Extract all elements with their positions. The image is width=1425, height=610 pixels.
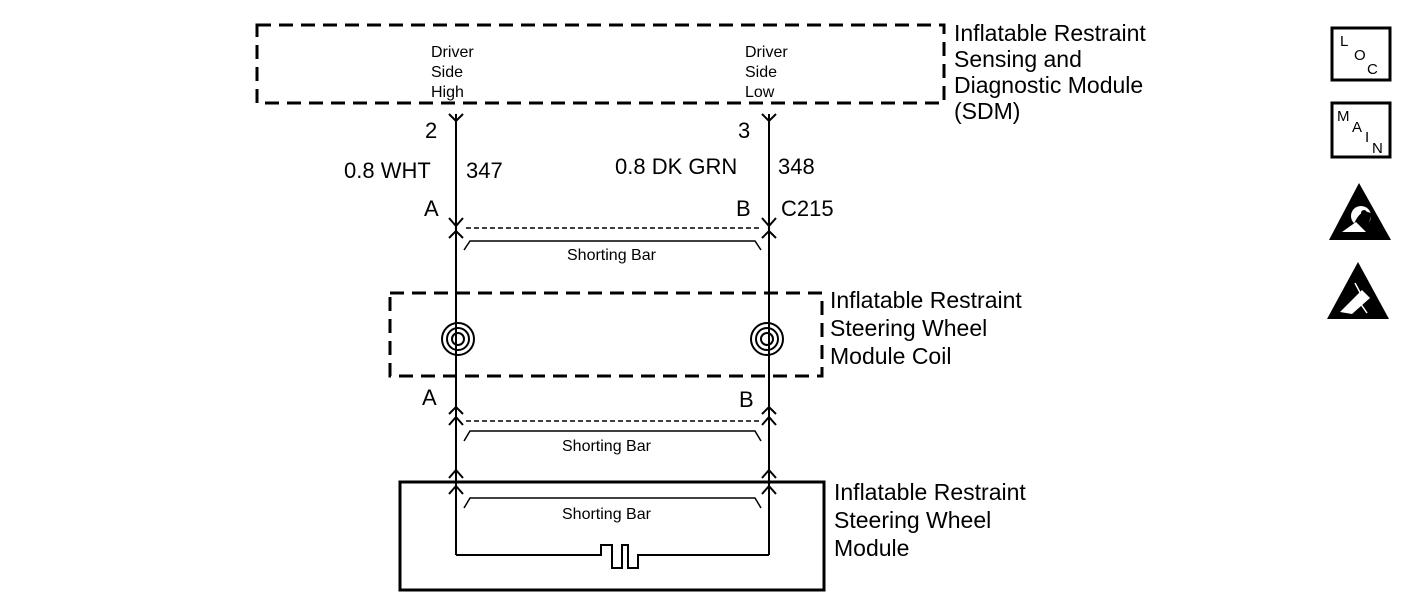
c215-shorting-bar bbox=[463, 240, 762, 251]
c215-pin-b-chevron bbox=[761, 229, 777, 239]
sdm-pin-low-label: Driver Side Low bbox=[745, 44, 792, 101]
c215-pin-b: B bbox=[736, 196, 751, 221]
module-upper-pin-a-arrow bbox=[448, 468, 464, 479]
module-title: Inflatable Restraint Steering Wheel Modu… bbox=[834, 479, 1032, 561]
module-pin-a-arrow bbox=[448, 484, 464, 495]
sdm-pin-high-label: Driver Side High bbox=[431, 44, 478, 101]
c215-pin-b-arrow bbox=[761, 217, 777, 228]
main-icon-letter-n: N bbox=[1372, 140, 1383, 157]
sdm-pin-low-number: 3 bbox=[738, 118, 750, 143]
module-upper-pin-b-arrow bbox=[761, 468, 777, 479]
coil-title: Inflatable Restraint Steering Wheel Modu… bbox=[830, 287, 1028, 369]
sdm-box bbox=[255, 23, 946, 105]
coil-pin-b: B bbox=[739, 387, 754, 412]
coil-pin-a-chevron bbox=[448, 405, 464, 415]
main-icon[interactable]: M A I N bbox=[1330, 101, 1392, 159]
wire-347-circuit: 347 bbox=[466, 158, 503, 183]
wire-348-circuit: 348 bbox=[778, 154, 815, 179]
coil-left-spiral-icon bbox=[441, 322, 475, 356]
loc-icon-letter-o: O bbox=[1354, 47, 1366, 64]
c215-shorting-bar-label: Shorting Bar bbox=[567, 247, 657, 264]
coil-box bbox=[388, 291, 824, 378]
coil-shorting-bar-label: Shorting Bar bbox=[562, 438, 652, 455]
coil-pin-b-arrow bbox=[761, 415, 777, 426]
wire-347-gauge-color: 0.8 WHT bbox=[344, 158, 431, 183]
coil-right-spiral-icon bbox=[750, 322, 784, 356]
module-deployment-loop bbox=[456, 544, 769, 569]
loc-icon-letter-l: L bbox=[1340, 33, 1348, 50]
main-icon-letter-m: M bbox=[1337, 108, 1350, 125]
module-box bbox=[398, 480, 826, 592]
c215-pin-a-arrow bbox=[448, 217, 464, 228]
module-shorting-bar bbox=[463, 497, 762, 509]
module-shorting-bar-label: Shorting Bar bbox=[562, 506, 652, 523]
c215-pin-a: A bbox=[424, 196, 439, 221]
coil-pin-a-arrow bbox=[448, 415, 464, 426]
wire-348-gauge-color: 0.8 DK GRN bbox=[615, 154, 737, 179]
sdm-title: Inflatable Restraint Sensing and Diagnos… bbox=[954, 20, 1152, 124]
module-pin-b-arrow bbox=[761, 484, 777, 495]
airbag-warning-icon[interactable] bbox=[1329, 183, 1391, 240]
main-icon-letter-i: I bbox=[1365, 129, 1369, 146]
c215-pin-a-chevron bbox=[448, 229, 464, 239]
loc-icon-letter-c: C bbox=[1367, 61, 1378, 78]
coil-pin-b-chevron bbox=[761, 405, 777, 415]
main-icon-letter-a: A bbox=[1352, 119, 1362, 136]
coil-shorting-bar bbox=[463, 430, 762, 442]
c215-name: C215 bbox=[781, 196, 834, 221]
coil-pin-a: A bbox=[422, 385, 437, 410]
sdm-pin-high-number: 2 bbox=[425, 118, 437, 143]
esd-warning-icon[interactable] bbox=[1327, 262, 1389, 319]
loc-icon[interactable]: L O C bbox=[1330, 26, 1392, 82]
